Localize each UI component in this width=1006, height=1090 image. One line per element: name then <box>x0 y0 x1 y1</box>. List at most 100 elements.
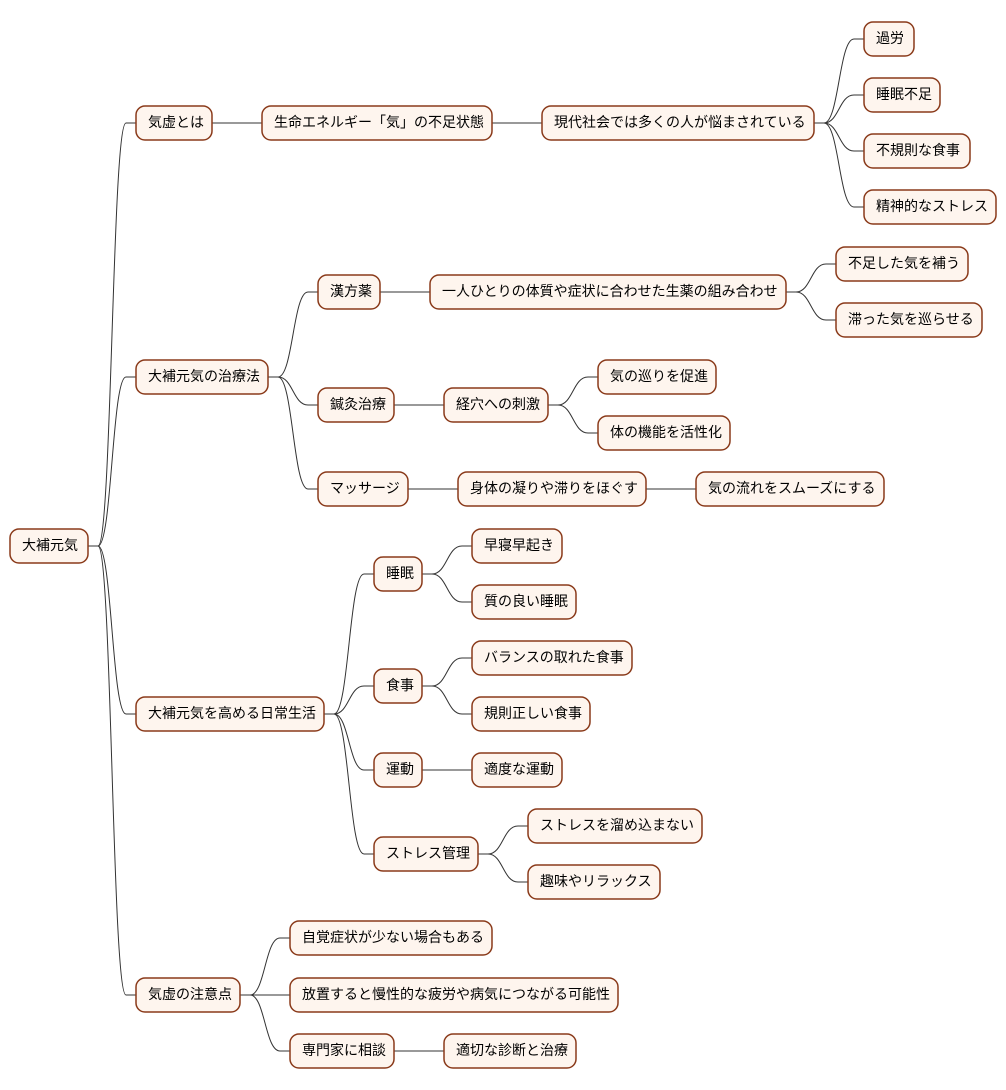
leaf-chui-b: 放置すると慢性的な疲労や病気につながる可能性 <box>289 977 619 1013</box>
node-shokuji-label: 食事 <box>386 677 414 694</box>
node-massage: マッサージ <box>317 471 409 507</box>
node-kanpo-desc-label: 一人ひとりの体質や症状に合わせた生薬の組み合わせ <box>442 284 778 300</box>
edge-keiketsu-shinkyu_a <box>548 376 598 406</box>
leaf-chui-b-label: 放置すると慢性的な疲労や病気につながる可能性 <box>302 986 610 1003</box>
leaf-shinkyu-a-label: 気の巡りを促進 <box>610 369 708 385</box>
branch-chui: 気虚の注意点 <box>135 977 241 1013</box>
leaf-kanpo-b-label: 滞った気を巡らせる <box>848 312 974 328</box>
edge-seikatsu-undo <box>324 713 374 771</box>
edge-seikatsu-stress <box>324 713 374 855</box>
leaf-karou: 過労 <box>863 21 915 57</box>
leaf-seishin-label: 精神的なストレス <box>876 199 988 215</box>
leaf-suimin-a: 早寝早起き <box>471 528 563 564</box>
leaf-fukisoku: 不規則な食事 <box>863 133 971 169</box>
node-gendai-label: 現代社会では多くの人が悩まされている <box>554 114 806 131</box>
root-node: 大補元気 <box>9 528 89 564</box>
root-node-label: 大補元気 <box>22 538 78 554</box>
node-senmonka-label: 専門家に相談 <box>302 1042 386 1059</box>
edge-gendai-suimin_busoku <box>814 94 864 124</box>
node-massage-desc: 身体の凝りや滞りをほぐす <box>457 471 647 507</box>
leaf-suimin-b-label: 質の良い睡眠 <box>484 594 568 610</box>
edge-gendai-fukisoku <box>814 122 864 152</box>
leaf-karou-label: 過労 <box>876 31 904 47</box>
node-stress-label: ストレス管理 <box>386 846 470 862</box>
branch-chiryo-label: 大補元気の治療法 <box>148 368 260 385</box>
edge-chiryo-massage <box>268 376 318 490</box>
leaf-shokuji-a: バランスの取れた食事 <box>471 640 633 676</box>
edge-suimin-suimin_b <box>422 573 472 603</box>
leaf-kanpo-b: 滞った気を巡らせる <box>835 302 983 338</box>
node-shinkyu: 鍼灸治療 <box>317 387 395 423</box>
connector-lines <box>88 38 864 1052</box>
edge-shokuji-shokuji_b <box>422 685 472 715</box>
leaf-undo-a-label: 適度な運動 <box>484 761 554 778</box>
edge-root-kikyo <box>88 122 136 547</box>
branch-chiryo: 大補元気の治療法 <box>135 359 269 395</box>
leaf-fukisoku-label: 不規則な食事 <box>876 142 960 159</box>
edge-chiryo-kanpo <box>268 291 318 378</box>
edge-root-chui <box>88 545 136 996</box>
edge-gendai-karou <box>814 38 864 124</box>
leaf-chui-a: 自覚症状が少ない場合もある <box>289 920 493 956</box>
edge-chiryo-shinkyu <box>268 376 318 406</box>
branch-seikatsu: 大補元気を高める日常生活 <box>135 696 325 732</box>
node-kanpo-label: 漢方薬 <box>330 284 372 300</box>
node-undo-label: 運動 <box>386 762 414 778</box>
leaf-seishin: 精神的なストレス <box>863 189 997 225</box>
edge-root-chiryo <box>88 376 136 547</box>
leaf-massage-a: 気の流れをスムーズにする <box>695 471 885 507</box>
leaf-kanpo-a: 不足した気を補う <box>835 246 969 282</box>
leaf-stress-a: ストレスを溜め込まない <box>527 808 703 844</box>
leaf-shinkyu-b-label: 体の機能を活性化 <box>610 425 722 441</box>
edge-kanpo_desc-kanpo_a <box>786 263 836 293</box>
leaf-stress-b-label: 趣味やリラックス <box>540 874 652 890</box>
node-undo: 運動 <box>373 752 423 788</box>
node-seimei: 生命エネルギー「気」の不足状態 <box>261 105 493 141</box>
node-keiketsu-label: 経穴への刺激 <box>456 396 540 413</box>
leaf-shinkyu-b: 体の機能を活性化 <box>597 415 731 451</box>
leaf-stress-b: 趣味やリラックス <box>527 864 661 900</box>
node-massage-label: マッサージ <box>330 481 400 497</box>
node-suimin: 睡眠 <box>373 556 423 592</box>
leaf-suimin-b: 質の良い睡眠 <box>471 584 577 620</box>
branch-seikatsu-label: 大補元気を高める日常生活 <box>148 705 316 722</box>
edge-chui-chui_a <box>240 937 290 996</box>
leaf-chui-a-label: 自覚症状が少ない場合もある <box>302 930 484 946</box>
leaf-undo-a: 適度な運動 <box>471 752 563 788</box>
leaf-massage-a-label: 気の流れをスムーズにする <box>708 481 875 497</box>
edge-gendai-seishin <box>814 122 864 208</box>
node-shinkyu-label: 鍼灸治療 <box>330 396 386 413</box>
leaf-shokuji-b: 規則正しい食事 <box>471 696 591 732</box>
node-keiketsu: 経穴への刺激 <box>443 387 549 423</box>
node-senmonka: 専門家に相談 <box>289 1033 395 1069</box>
node-shokuji: 食事 <box>373 668 423 704</box>
edge-stress-stress_b <box>478 853 528 883</box>
leaf-suimin-busoku-label: 睡眠不足 <box>876 87 932 103</box>
nodes: 大補元気 気虚とは 生命エネルギー「気」の不足状態 現代社会では多くの人が悩まさ… <box>9 21 997 1069</box>
leaf-suimin-a-label: 早寝早起き <box>484 537 554 554</box>
node-massage-desc-label: 身体の凝りや滞りをほぐす <box>470 481 638 497</box>
branch-kikyo-label: 気虚とは <box>148 115 204 131</box>
edge-seikatsu-shokuji <box>324 685 374 715</box>
edge-kanpo_desc-kanpo_b <box>786 291 836 321</box>
node-kanpo: 漢方薬 <box>317 274 381 310</box>
branch-kikyo: 気虚とは <box>135 105 213 141</box>
edge-chui-senmonka <box>240 994 290 1052</box>
leaf-suimin-busoku: 睡眠不足 <box>863 77 941 113</box>
edge-suimin-suimin_a <box>422 545 472 575</box>
edge-shokuji-shokuji_a <box>422 657 472 687</box>
leaf-kanpo-a-label: 不足した気を補う <box>848 256 960 272</box>
branch-chui-label: 気虚の注意点 <box>148 986 232 1003</box>
leaf-senmonka-a-label: 適切な診断と治療 <box>456 1042 568 1059</box>
leaf-stress-a-label: ストレスを溜め込まない <box>540 818 694 834</box>
edge-keiketsu-shinkyu_b <box>548 404 598 434</box>
leaf-shinkyu-a: 気の巡りを促進 <box>597 359 717 395</box>
edge-seikatsu-suimin <box>324 573 374 715</box>
node-kanpo-desc: 一人ひとりの体質や症状に合わせた生薬の組み合わせ <box>429 274 787 310</box>
node-suimin-label: 睡眠 <box>386 566 414 582</box>
node-seimei-label: 生命エネルギー「気」の不足状態 <box>274 114 484 131</box>
leaf-shokuji-b-label: 規則正しい食事 <box>484 705 582 722</box>
edge-root-seikatsu <box>88 545 136 715</box>
leaf-senmonka-a: 適切な診断と治療 <box>443 1033 577 1069</box>
